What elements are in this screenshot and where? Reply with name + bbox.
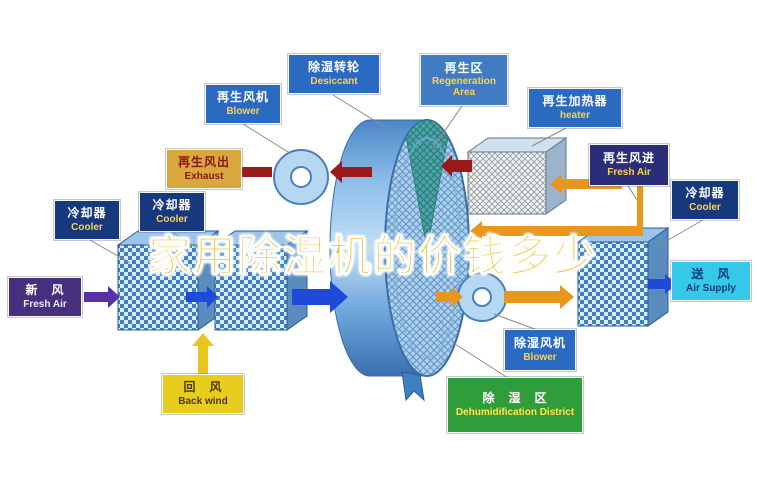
label-cooler-left-inner-en: Cooler	[156, 213, 188, 225]
label-desiccant: 除湿转轮 Desiccant	[288, 54, 380, 94]
label-dehumid-blower: 除湿风机 Blower	[504, 329, 576, 371]
label-cooler-right-zh: 冷却器	[685, 186, 725, 201]
label-regen-blower: 再生风机 Blower	[205, 84, 281, 124]
label-fresh-air-in-zh: 新 风	[25, 283, 65, 298]
label-air-supply-zh: 送 风	[691, 267, 731, 282]
desiccant-wheel	[329, 119, 470, 402]
label-dehumid-district-en: Dehumidification District	[455, 406, 575, 418]
label-back-wind-zh: 回 风	[183, 380, 223, 395]
process-arrow-to-wheel	[292, 281, 348, 313]
regeneration-sector	[405, 119, 449, 249]
label-back-wind: 回 风 Back wind	[162, 374, 244, 414]
connector-lines	[89, 94, 704, 379]
label-regen-heater: 再生加热器 heater	[528, 88, 622, 128]
label-regeneration-area-en: Regeneration Area	[432, 76, 496, 99]
label-exhaust-en: Exhaust	[184, 170, 224, 182]
heat-exchanger-left-inner	[213, 230, 309, 331]
label-fresh-air-in-en: Fresh Air	[23, 298, 67, 310]
label-cooler-right-en: Cooler	[689, 201, 721, 213]
label-cooler-right: 冷却器 Cooler	[671, 180, 739, 220]
heat-exchanger-right	[576, 227, 670, 327]
heat-exchanger-left-outer	[116, 230, 220, 331]
regen-hot-air-arrow	[441, 155, 472, 177]
label-exhaust: 再生风出 Exhaust	[166, 149, 242, 189]
dehumid-blower-fan	[457, 272, 507, 322]
label-regen-blower-en: Blower	[226, 105, 260, 117]
label-regen-fresh-air-zh: 再生风进	[602, 151, 655, 166]
label-regen-fresh-air-en: Fresh Air	[607, 166, 651, 178]
label-dehumid-blower-en: Blower	[523, 351, 557, 363]
label-regen-heater-zh: 再生加热器	[542, 94, 608, 109]
label-back-wind-en: Back wind	[178, 395, 228, 407]
label-fresh-air-in: 新 风 Fresh Air	[8, 277, 82, 317]
label-cooler-left-inner: 冷却器 Cooler	[139, 192, 205, 232]
label-regen-blower-zh: 再生风机	[216, 90, 269, 105]
label-air-supply-en: Air Supply	[685, 282, 736, 294]
label-dehumid-district: 除 湿 区 Dehumidification District	[447, 377, 583, 433]
label-dehumid-blower-zh: 除湿风机	[513, 336, 566, 351]
regen-blower-fan	[273, 149, 329, 205]
return-air-arrow	[192, 333, 214, 374]
regen-inlet-arrow-long	[470, 221, 643, 241]
process-arrow-fan-to-cooler	[504, 285, 574, 309]
process-arrow-1	[186, 286, 218, 308]
label-regen-heater-en: heater	[559, 109, 590, 121]
label-desiccant-zh: 除湿转轮	[307, 60, 360, 75]
label-regeneration-area-zh: 再生区	[444, 60, 484, 75]
label-dehumid-district-zh: 除 湿 区	[482, 391, 548, 406]
label-cooler-left-outer-zh: 冷却器	[67, 206, 107, 221]
label-cooler-left-outer: 冷却器 Cooler	[54, 200, 120, 240]
label-regen-fresh-air: 再生风进 Fresh Air	[589, 144, 669, 186]
regen-inlet-duct	[637, 186, 643, 228]
label-exhaust-zh: 再生风出	[177, 155, 230, 170]
label-desiccant-en: Desiccant	[310, 75, 358, 87]
label-air-supply: 送 风 Air Supply	[671, 261, 751, 301]
supply-air-arrow	[648, 274, 677, 294]
fresh-air-arrow	[84, 286, 120, 308]
label-cooler-left-inner-zh: 冷却器	[152, 198, 192, 213]
label-cooler-left-outer-en: Cooler	[71, 221, 103, 233]
wheel-ribbon	[401, 371, 425, 402]
regen-exhaust-arrow-1	[330, 161, 372, 183]
regen-heater-coil	[466, 137, 568, 215]
process-arrow-wheel-to-fan	[436, 287, 463, 307]
label-regeneration-area: 再生区 Regeneration Area	[420, 54, 508, 106]
